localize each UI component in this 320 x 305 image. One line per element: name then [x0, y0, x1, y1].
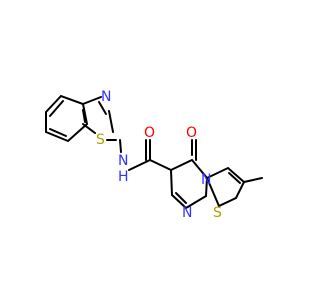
atom-s-thiazole: S [213, 205, 222, 221]
atom-n-benzothiazole: N [101, 89, 111, 105]
benzene-ring-bonds [45, 94, 89, 143]
benzene-inner-bonds [49, 100, 86, 137]
pyrimidinone-ring-bonds [169, 158, 209, 210]
thiazole-double-bond [228, 172, 241, 184]
structure-canvas: N S N H O O N N S [45, 89, 263, 221]
amide-bonds [119, 139, 172, 171]
thiazole-ring-bonds [205, 166, 246, 208]
methyl-bond [243, 177, 263, 183]
bonds [45, 94, 263, 210]
molecule-drawing: N S N H O O N N S [45, 89, 263, 221]
atom-n-bridge: N [201, 172, 211, 188]
atom-n-pyrimidine: N [182, 205, 192, 221]
benzothiazole-five-ring-bonds [82, 96, 117, 141]
atom-s-benzothiazole: S [96, 132, 105, 148]
benzothiazole-double-bond [98, 101, 107, 115]
atom-n-amide: N [118, 153, 128, 169]
atom-labels: N S N H O O N N S [96, 89, 222, 221]
atom-h-amide: H [118, 169, 129, 185]
atom-o-ring: O [186, 125, 197, 141]
atom-o-carbonyl: O [144, 125, 155, 141]
pyrimidinone-inner-bonds [175, 139, 193, 204]
